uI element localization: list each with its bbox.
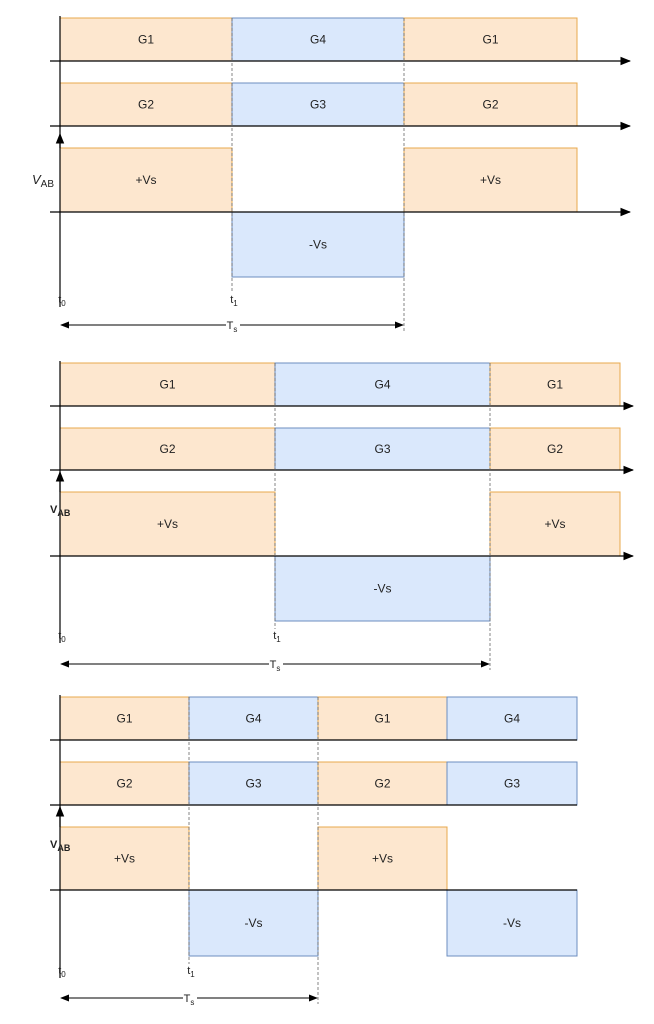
vab-level-label: +Vs [157, 517, 178, 531]
gate-pulse-g2 [317, 761, 448, 806]
gate-label: G4 [310, 33, 326, 47]
gate-label: G1 [138, 33, 154, 47]
vab-label: VAB [50, 839, 71, 853]
gate-label: G2 [116, 777, 132, 791]
period-label: Ts [227, 320, 238, 334]
period-label-bg [226, 318, 240, 332]
vab-level-label: +Vs [372, 852, 393, 866]
vab-level-label: +Vs [135, 173, 156, 187]
t1-label: t1 [187, 965, 195, 979]
vab-negative-pulse [188, 889, 319, 957]
gate-pulse-g2 [489, 427, 621, 471]
gate-label: G2 [138, 98, 154, 112]
vab-level-label: +Vs [480, 173, 501, 187]
vab-level-label: -Vs [309, 238, 327, 252]
vab-positive-pulse [489, 491, 621, 557]
t0-label: t0 [58, 630, 66, 644]
gate-label: G2 [547, 442, 563, 456]
gate-label: G3 [310, 98, 326, 112]
t0-label: t0 [58, 294, 66, 308]
gate-pulse-g1 [59, 17, 233, 62]
gate-label: G1 [374, 712, 390, 726]
gate-label: G4 [245, 712, 261, 726]
vab-negative-pulse [446, 889, 578, 957]
vab-level-label: -Vs [245, 916, 263, 930]
vab-positive-pulse [403, 147, 578, 213]
gate-label: G1 [116, 712, 132, 726]
gate-label: G1 [547, 378, 563, 392]
gate-pulse-g4 [274, 362, 491, 407]
gate-label: G2 [374, 777, 390, 791]
vab-positive-pulse [59, 491, 276, 557]
gate-pulse-g2 [403, 82, 578, 127]
period-label: Ts [184, 993, 195, 1007]
gate-pulse-g3 [188, 761, 319, 806]
t0-label: t0 [58, 965, 66, 979]
gate-label: G2 [159, 442, 175, 456]
t1-label: t1 [230, 294, 238, 308]
gate-label: G4 [504, 712, 520, 726]
gate-pulse-g1 [59, 696, 190, 741]
vab-level-label: +Vs [544, 517, 565, 531]
gate-label: G2 [482, 98, 498, 112]
gate-pulse-g4 [231, 17, 405, 62]
vab-label: VAB [50, 504, 71, 518]
period-label-bg [269, 657, 283, 671]
vab-level-label: -Vs [374, 582, 392, 596]
gate-pulse-g2 [59, 427, 276, 471]
vab-level-label: +Vs [114, 852, 135, 866]
period-label-bg [183, 991, 197, 1005]
vab-label: VAB [32, 172, 54, 190]
vab-positive-pulse [59, 147, 233, 213]
gate-label: G3 [504, 777, 520, 791]
gate-label: G4 [374, 378, 390, 392]
gate-pulse-g1 [317, 696, 448, 741]
vab-negative-pulse [231, 211, 405, 278]
t1-label: t1 [273, 630, 281, 644]
gate-label: G3 [245, 777, 261, 791]
period-label: Ts [270, 659, 281, 673]
gate-pulse-g4 [446, 696, 578, 741]
gate-pulse-g1 [403, 17, 578, 62]
gate-pulse-g4 [188, 696, 319, 741]
gate-pulse-g1 [59, 362, 276, 407]
gate-label: G3 [374, 442, 390, 456]
gate-pulse-g1 [489, 362, 621, 407]
vab-level-label: -Vs [503, 916, 521, 930]
gate-label: G1 [159, 378, 175, 392]
gate-pulse-g3 [274, 427, 491, 471]
vab-negative-pulse [274, 555, 491, 622]
gate-pulse-g2 [59, 761, 190, 806]
gate-label: G1 [482, 33, 498, 47]
